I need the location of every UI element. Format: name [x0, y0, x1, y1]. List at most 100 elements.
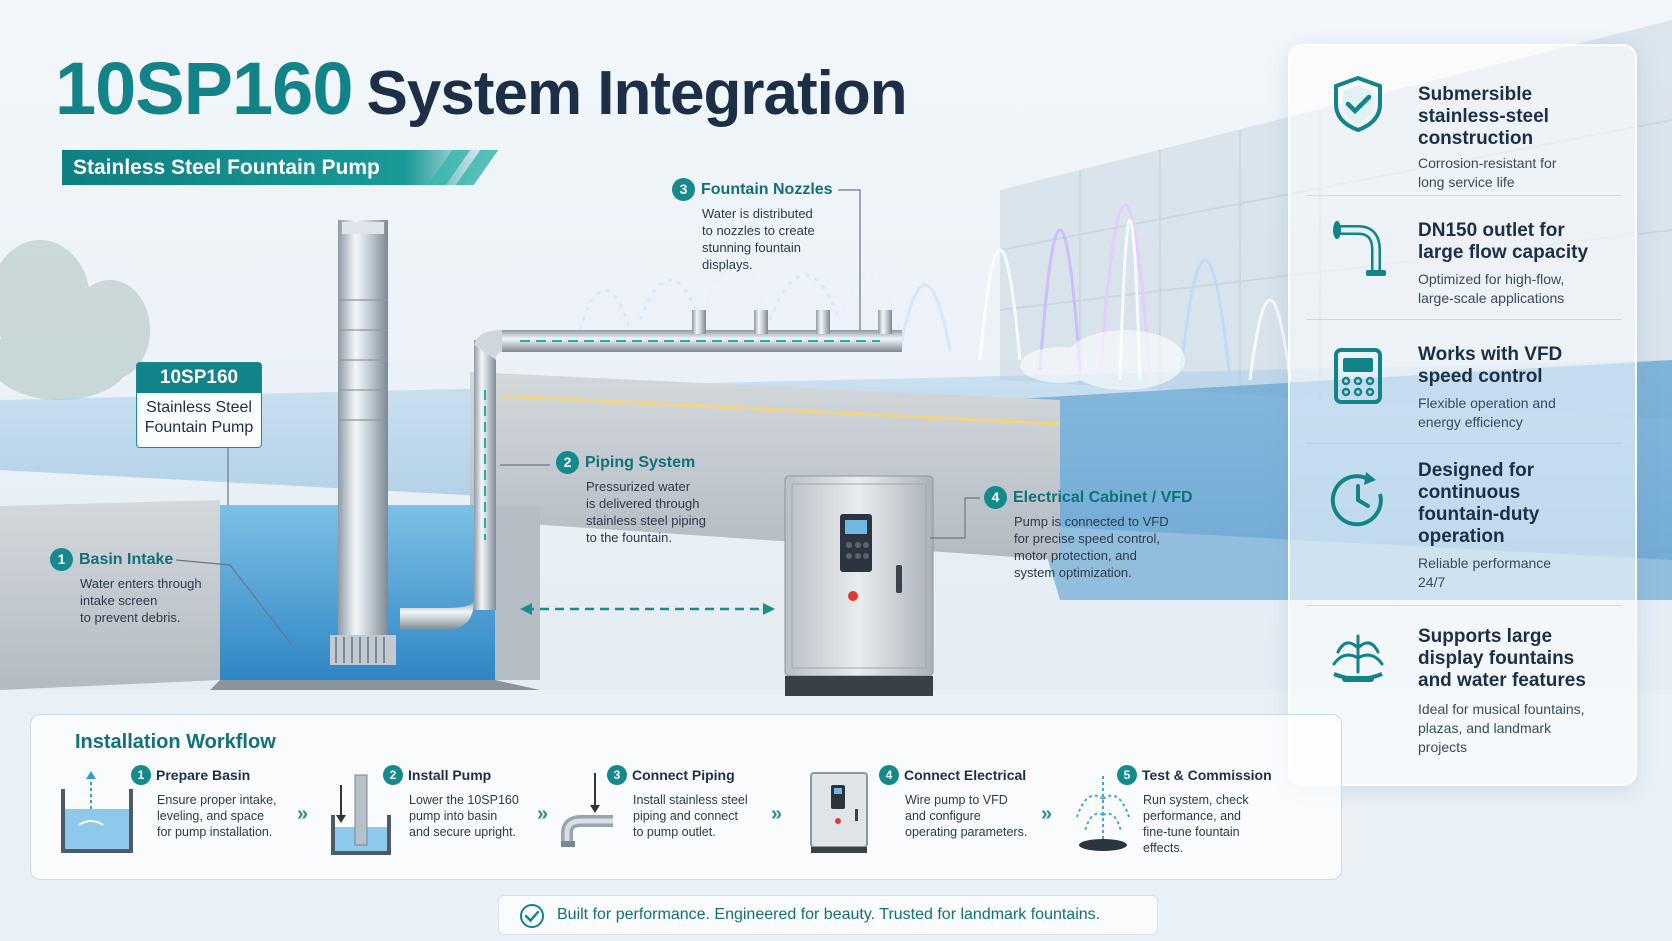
workflow-title: Installation Workflow: [75, 731, 276, 753]
feature-title-line: fountain-duty: [1418, 504, 1540, 525]
step-title: Fountain Nozzles: [701, 180, 833, 198]
feature-title-line: Works with VFD: [1418, 344, 1563, 365]
workflow-step-prepare-basin: 1 Prepare Basin Ensure proper intake, lev…: [131, 765, 277, 840]
feature-desc-line: large-scale applications: [1418, 290, 1565, 306]
feature-title-line: construction: [1418, 128, 1534, 149]
feature-desc-line: projects: [1418, 739, 1468, 755]
step-desc-line: motor protection, and: [1014, 548, 1137, 563]
step-desc-line: to pump outlet.: [633, 825, 716, 839]
step-number: 4: [879, 765, 899, 785]
step-desc-line: to the fountain.: [586, 530, 673, 545]
step-desc-line: fine-tune fountain: [1143, 825, 1240, 839]
step-desc-line: stunning fountain: [702, 240, 802, 255]
feature-desc-line: energy efficiency: [1418, 414, 1523, 430]
feature-desc-line: Corrosion-resistant for: [1418, 155, 1557, 171]
feature-desc-line: 24/7: [1418, 574, 1446, 590]
step-desc-line: displays.: [702, 257, 753, 272]
title-model: 10SP160: [55, 47, 353, 130]
feature-title-line: continuous: [1418, 482, 1521, 503]
step-desc-line: Wire pump to VFD: [905, 793, 1008, 807]
step-desc-line: Pressurized water: [586, 479, 691, 494]
chevron-right-icon: »: [771, 803, 783, 825]
feature-title-line: Supports large: [1418, 626, 1553, 647]
feature-title-line: and water features: [1418, 670, 1586, 691]
step-fountain-nozzles: 3 Fountain Nozzles Water is distributed t…: [672, 178, 833, 273]
feature-item: Supports large display fountains and wat…: [1306, 610, 1622, 770]
check-circle-icon: [520, 904, 544, 928]
feature-title-line: stainless-steel: [1418, 106, 1549, 127]
feature-item: Submersible stainless-steel construction…: [1306, 60, 1622, 196]
clock-icon: [1330, 472, 1383, 527]
pipe-connect-icon: [561, 773, 613, 847]
step-title: Connect Electrical: [904, 767, 1027, 783]
step-desc-line: is delivered through: [586, 496, 700, 511]
step-desc-line: performance, and: [1143, 809, 1241, 823]
step-desc-line: Run system, check: [1143, 793, 1249, 807]
feature-desc-line: long service life: [1418, 174, 1515, 190]
feature-desc-line: Reliable performance: [1418, 555, 1552, 571]
pump-tag-model: 10SP160: [137, 363, 261, 393]
feature-item: Designed for continuous fountain-duty op…: [1306, 448, 1622, 606]
shield-check-icon: [1334, 75, 1382, 133]
step-title: Test & Commission: [1142, 767, 1272, 783]
feature-title-line: display fountains: [1418, 648, 1575, 669]
step-title: Electrical Cabinet / VFD: [1013, 488, 1193, 506]
feature-title-line: DN150 outlet for: [1418, 220, 1565, 241]
pipe-elbow-icon: [1333, 221, 1386, 276]
workflow-step-test-commission: 5 Test & Commission Run system, check per…: [1117, 765, 1272, 856]
step-desc-line: system optimization.: [1014, 565, 1132, 580]
step-title: Install Pump: [408, 767, 492, 783]
chevron-right-icon: »: [297, 803, 309, 825]
vfd-controller-icon: [1334, 348, 1382, 404]
step-number: 3: [607, 765, 627, 785]
step-desc-line: for precise speed control,: [1014, 531, 1160, 546]
step-title: Prepare Basin: [156, 767, 251, 783]
step-title: Piping System: [585, 453, 696, 471]
workflow-step-connect-electrical: 4 Connect Electrical Wire pump to VFD and…: [879, 765, 1027, 840]
step-desc-line: effects.: [1143, 841, 1184, 855]
footer-tagline: Built for performance. Engineered for be…: [557, 906, 1101, 923]
step-desc-line: pump into basin: [409, 809, 498, 823]
feature-item: DN150 outlet for large flow capacity Opt…: [1306, 200, 1622, 320]
step-number: 3: [672, 178, 695, 201]
feature-title-line: Submersible: [1418, 84, 1533, 105]
step-desc-line: for pump installation.: [157, 825, 273, 839]
step-desc-line: leveling, and space: [157, 809, 265, 823]
step-desc-line: Water is distributed: [702, 206, 813, 221]
step-number: 4: [984, 486, 1007, 509]
feature-title-line: Designed for: [1418, 460, 1535, 481]
step-desc-line: operating parameters.: [905, 825, 1028, 839]
feature-title-line: operation: [1418, 526, 1505, 547]
step-desc-line: Lower the 10SP160: [409, 793, 519, 807]
workflow-step-install-pump: 2 Install Pump Lower the 10SP160 pump int…: [383, 765, 519, 840]
installation-workflow: Installation Workflow 1 Prepare Basin Ens…: [30, 714, 1342, 880]
step-desc-line: Ensure proper intake,: [157, 793, 277, 807]
step-number: 1: [131, 765, 151, 785]
feature-desc-line: Flexible operation and: [1418, 395, 1556, 411]
pump-tag-line: Fountain Pump: [144, 419, 254, 436]
subtitle-banner: Stainless Steel Fountain Pump: [62, 150, 492, 185]
subtitle-text: Stainless Steel Fountain Pump: [73, 156, 380, 179]
step-number: 5: [1117, 765, 1137, 785]
pump-tag: 10SP160 Stainless Steel Fountain Pump: [136, 362, 262, 448]
chevron-right-icon: »: [1041, 803, 1053, 825]
step-desc-line: stainless steel piping: [586, 513, 706, 528]
chevron-right-icon: »: [537, 803, 549, 825]
feature-title-line: speed control: [1418, 366, 1543, 387]
step-desc-line: piping and connect: [633, 809, 738, 823]
step-number: 2: [383, 765, 403, 785]
feature-desc-line: Optimized for high-flow,: [1418, 271, 1565, 287]
step-desc-line: intake screen: [80, 593, 158, 608]
step-desc-line: Install stainless steel: [633, 793, 748, 807]
step-desc-line: and configure: [905, 809, 981, 823]
feature-item: Works with VFD speed control Flexible op…: [1306, 324, 1622, 444]
step-desc-line: to nozzles to create: [702, 223, 815, 238]
step-desc-line: Water enters through: [80, 576, 202, 591]
feature-desc-line: Ideal for musical fountains,: [1418, 701, 1585, 717]
title-rest: System Integration: [366, 59, 908, 128]
